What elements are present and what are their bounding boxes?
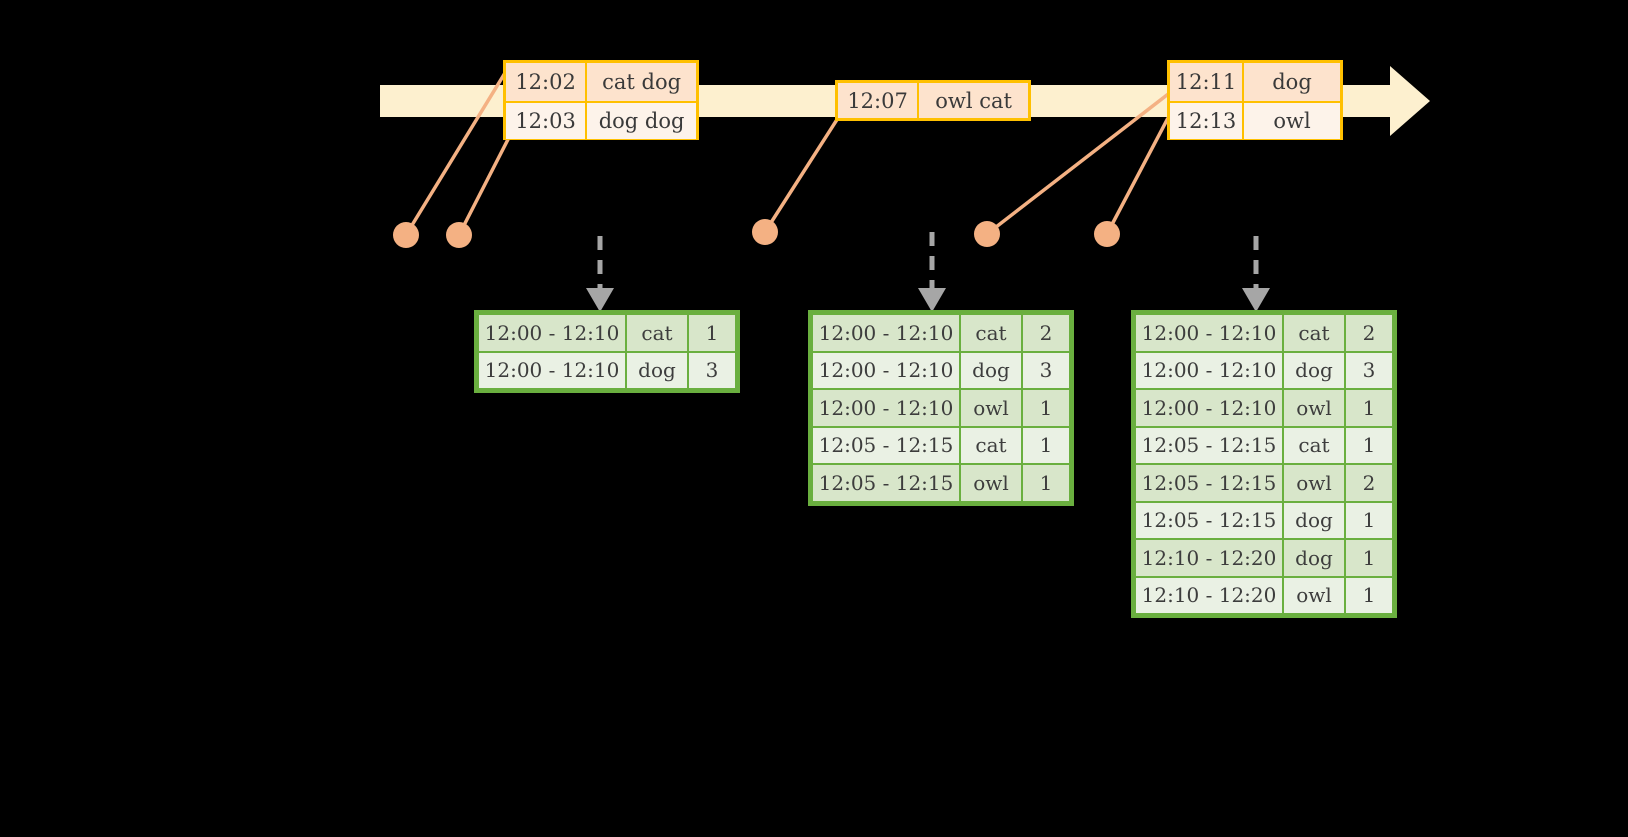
- event-dot-1213: [1094, 221, 1120, 247]
- cell-word: owl: [1283, 464, 1345, 502]
- trigger-arrowhead-1: [586, 288, 614, 312]
- cell-count: 1: [1345, 576, 1393, 614]
- cell-window: 12:05 - 12:15: [812, 464, 960, 502]
- cell-window: 12:00 - 12:10: [1135, 314, 1283, 352]
- cell-count: 1: [688, 314, 736, 352]
- event-time: 12:13: [1170, 103, 1244, 139]
- cell-count: 1: [1345, 539, 1393, 577]
- event-dot-1202: [393, 222, 419, 248]
- event-text: dog: [1272, 70, 1312, 94]
- cell-count: 3: [1345, 351, 1393, 389]
- trigger-arrowhead-3: [1242, 288, 1270, 312]
- cell-count: 1: [1022, 426, 1070, 464]
- event-row[interactable]: 12:11 dog: [1170, 63, 1340, 101]
- connector-1213: [1105, 117, 1170, 235]
- cell-window: 12:00 - 12:10: [1135, 389, 1283, 427]
- trigger-arrows: [597, 232, 1259, 288]
- event-row[interactable]: 12:03 dog dog: [506, 101, 696, 139]
- cell-word: owl: [1283, 576, 1345, 614]
- cell-word: cat: [960, 426, 1022, 464]
- trigger-arrowhead-2: [918, 288, 946, 312]
- event-text: cat dog: [602, 70, 682, 94]
- event-dot-1207: [752, 219, 778, 245]
- cell-window: 12:05 - 12:15: [1135, 464, 1283, 502]
- cell-count: 1: [1022, 389, 1070, 427]
- connector-1207: [763, 117, 840, 233]
- cell-window: 12:05 - 12:15: [1135, 501, 1283, 539]
- cell-window: 12:10 - 12:20: [1135, 539, 1283, 577]
- cell-count: 2: [1022, 314, 1070, 352]
- cell-count: 1: [1345, 389, 1393, 427]
- event-row[interactable]: 12:07 owl cat: [838, 83, 1028, 118]
- cell-count: 3: [688, 351, 736, 389]
- cell-count: 2: [1345, 464, 1393, 502]
- event-dots: [393, 219, 1120, 248]
- cell-count: 1: [1345, 426, 1393, 464]
- event-row[interactable]: 12:02 cat dog: [506, 63, 696, 101]
- cell-count: 1: [1345, 501, 1393, 539]
- event-group-2[interactable]: 12:07 owl cat: [835, 80, 1031, 121]
- cell-word: dog: [960, 351, 1022, 389]
- cell-count: 2: [1345, 314, 1393, 352]
- cell-word: owl: [960, 464, 1022, 502]
- event-text: owl: [1273, 109, 1311, 133]
- cell-window: 12:00 - 12:10: [478, 351, 626, 389]
- cell-window: 12:05 - 12:15: [812, 426, 960, 464]
- event-group-3[interactable]: 12:11 dog 12:13 owl: [1167, 60, 1343, 140]
- cell-window: 12:00 - 12:10: [812, 314, 960, 352]
- event-group-1[interactable]: 12:02 cat dog 12:03 dog dog: [503, 60, 699, 140]
- cell-word: dog: [1283, 501, 1345, 539]
- connector-1202: [404, 67, 510, 236]
- event-time: 12:11: [1170, 63, 1244, 101]
- trigger-arrowheads: [586, 288, 1270, 312]
- cell-window: 12:00 - 12:10: [812, 389, 960, 427]
- event-dot-1203: [446, 222, 472, 248]
- cell-count: 3: [1022, 351, 1070, 389]
- cell-window: 12:00 - 12:10: [1135, 351, 1283, 389]
- cell-window: 12:05 - 12:15: [1135, 426, 1283, 464]
- event-dot-1211: [974, 221, 1000, 247]
- cell-word: cat: [1283, 314, 1345, 352]
- cell-word: cat: [626, 314, 688, 352]
- cell-count: 1: [1022, 464, 1070, 502]
- cell-word: cat: [1283, 426, 1345, 464]
- cell-window: 12:00 - 12:10: [812, 351, 960, 389]
- event-time: 12:02: [506, 63, 588, 101]
- event-text: dog dog: [598, 109, 685, 133]
- event-time: 12:03: [506, 103, 588, 139]
- timeline-arrowhead: [1360, 66, 1430, 136]
- event-text: owl cat: [935, 88, 1012, 113]
- cell-window: 12:10 - 12:20: [1135, 576, 1283, 614]
- cell-window: 12:00 - 12:10: [478, 314, 626, 352]
- event-row[interactable]: 12:13 owl: [1170, 101, 1340, 139]
- cell-word: dog: [626, 351, 688, 389]
- event-time: 12:07: [838, 83, 920, 118]
- cell-word: cat: [960, 314, 1022, 352]
- cell-word: owl: [960, 389, 1022, 427]
- cell-word: owl: [1283, 389, 1345, 427]
- cell-word: dog: [1283, 351, 1345, 389]
- cell-word: dog: [1283, 539, 1345, 577]
